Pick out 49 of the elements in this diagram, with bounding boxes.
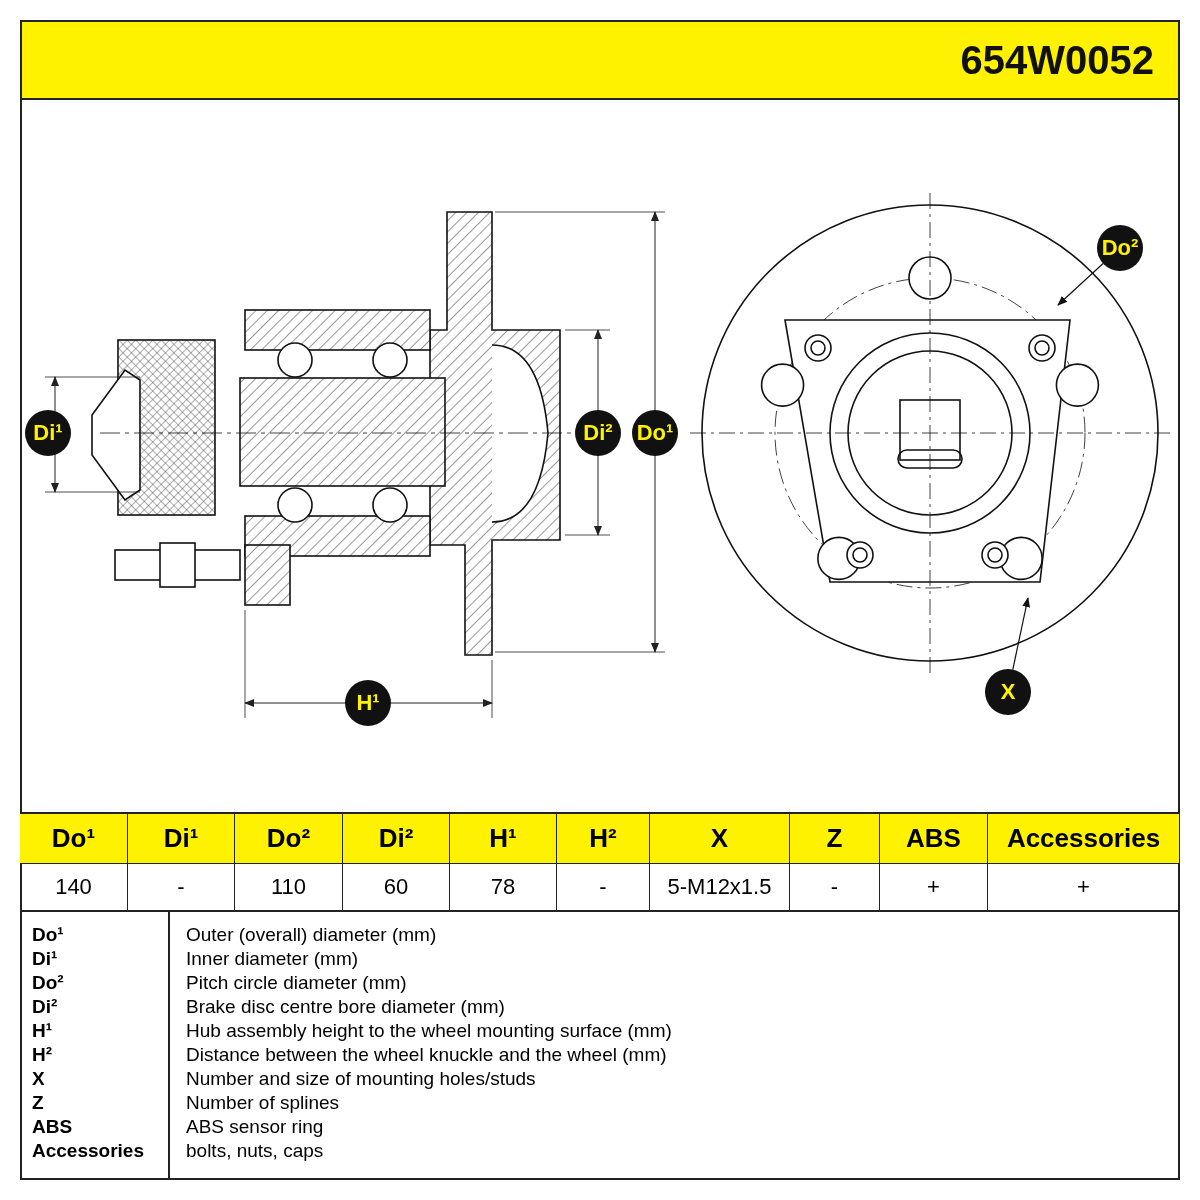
- table-header-cell: ABS: [880, 814, 988, 864]
- table-header-cell: Di¹: [128, 814, 235, 864]
- legend-abbreviation: Do²: [32, 972, 64, 994]
- table-cell: +: [880, 864, 988, 912]
- table-header-cell: Do²: [235, 814, 343, 864]
- table-cell: 140: [20, 864, 128, 912]
- table-cell: +: [988, 864, 1180, 912]
- table-header-cell: Di²: [343, 814, 450, 864]
- legend-abbreviation: Accessories: [32, 1140, 144, 1162]
- table-cell: -: [128, 864, 235, 912]
- table-header-cell: Z: [790, 814, 880, 864]
- legend-description: Brake disc centre bore diameter (mm): [186, 996, 505, 1018]
- legend-description: ABS sensor ring: [186, 1116, 324, 1138]
- part-number: 654W0052: [960, 38, 1154, 83]
- legend-description: Hub assembly height to the wheel mounting surface (mm): [186, 1020, 672, 1042]
- table-cell: 78: [450, 864, 557, 912]
- table-cell: 5-M12x1.5: [650, 864, 790, 912]
- legend-abbreviation: Di¹: [32, 948, 58, 970]
- legend-abbreviation: ABS: [32, 1116, 73, 1138]
- table-cell: 60: [343, 864, 450, 912]
- table-header-cell: Accessories: [988, 814, 1180, 864]
- legend-abbreviation: H¹: [32, 1020, 53, 1042]
- leader-line: [1012, 597, 1031, 671]
- legend-description: bolts, nuts, caps: [186, 1140, 324, 1162]
- table-cell: 110: [235, 864, 343, 912]
- dimension-marker: Do²: [1097, 225, 1143, 271]
- legend-description: Inner diameter (mm): [186, 948, 359, 970]
- legend-description: Pitch circle diameter (mm): [186, 972, 407, 994]
- dimension-marker: Di¹: [25, 410, 71, 456]
- legend-description: Distance between the wheel knuckle and the wheel (mm): [186, 1044, 667, 1066]
- dimension-marker: Do¹: [632, 410, 678, 456]
- legend-abbreviation: X: [32, 1068, 45, 1090]
- table-header-cell: H¹: [450, 814, 557, 864]
- table-cell: -: [790, 864, 880, 912]
- table-header-cell: H²: [557, 814, 650, 864]
- legend-abbreviation: Di²: [32, 996, 58, 1018]
- legend-description: Number of splines: [186, 1092, 340, 1114]
- dimension-marker: X: [985, 669, 1031, 715]
- legend-description: Number and size of mounting holes/studs: [186, 1068, 536, 1090]
- legend-abbreviation: Do¹: [32, 924, 64, 946]
- legend-abbreviation: Z: [32, 1092, 44, 1114]
- table-header-cell: X: [650, 814, 790, 864]
- table-header-cell: Do¹: [20, 814, 128, 864]
- dimension-marker: H¹: [345, 680, 391, 726]
- table-cell: -: [557, 864, 650, 912]
- leader-line: [1057, 262, 1104, 306]
- dimension-marker: Di²: [575, 410, 621, 456]
- legend-abbreviation: H²: [32, 1044, 53, 1066]
- legend-description: Outer (overall) diameter (mm): [186, 924, 437, 946]
